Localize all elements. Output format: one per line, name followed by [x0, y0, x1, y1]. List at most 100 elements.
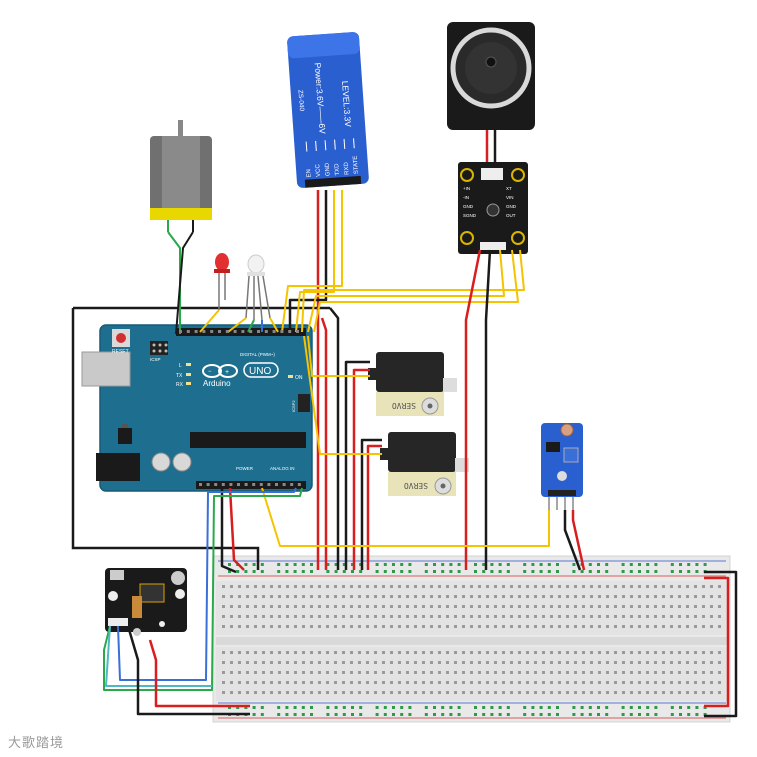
- breadboard-hole: [342, 691, 345, 694]
- breadboard-hole: [430, 651, 433, 654]
- digital-pin: [233, 330, 237, 333]
- breadboard-hole: [718, 625, 721, 628]
- power-analog-pin: [206, 483, 210, 486]
- breadboard-hole: [606, 625, 609, 628]
- breadboard-hole: [678, 651, 681, 654]
- breadboard-hole: [574, 605, 577, 608]
- breadboard-hole: [238, 681, 241, 684]
- breadboard-hole: [542, 671, 545, 674]
- rail-hole: [490, 570, 494, 573]
- breadboard-hole: [454, 615, 457, 618]
- breadboard-hole: [622, 585, 625, 588]
- breadboard-hole: [238, 691, 241, 694]
- rail-hole: [539, 570, 543, 573]
- rail-hole: [695, 706, 699, 709]
- breadboard-hole: [590, 681, 593, 684]
- breadboard-hole: [694, 595, 697, 598]
- breadboard-hole: [342, 605, 345, 608]
- breadboard-hole: [270, 595, 273, 598]
- breadboard-hole: [678, 671, 681, 674]
- bt-arrow: [315, 140, 317, 151]
- digital-pin: [241, 330, 245, 333]
- breadboard-hole: [390, 661, 393, 664]
- led-on-label: ON: [295, 375, 303, 381]
- breadboard-hole: [374, 661, 377, 664]
- rail-hole: [474, 706, 477, 709]
- rail-hole: [588, 563, 592, 566]
- rail-hole: [588, 570, 592, 573]
- rail-hole: [293, 563, 297, 566]
- breadboard-hole: [670, 625, 673, 628]
- reset-button[interactable]: [116, 333, 126, 343]
- bt-pin-label: TXD: [334, 163, 341, 176]
- breadboard-hole: [462, 625, 465, 628]
- breadboard-hole: [238, 651, 241, 654]
- breadboard-hole: [550, 585, 553, 588]
- breadboard-hole: [246, 585, 249, 588]
- breadboard-hole: [494, 605, 497, 608]
- rail-hole: [482, 570, 486, 573]
- bt-level-text: LEVEL:3.3V: [340, 80, 353, 127]
- rail-hole: [621, 713, 625, 716]
- speaker-icon: [447, 22, 535, 165]
- breadboard-hole: [382, 605, 385, 608]
- amp-pin-label: XT: [506, 186, 512, 191]
- breadboard-hole: [358, 661, 361, 664]
- breadboard-hole: [686, 615, 689, 618]
- breadboard-hole: [350, 625, 353, 628]
- breadboard-hole: [406, 671, 409, 674]
- breadboard-hole: [534, 691, 537, 694]
- breadboard-hole: [366, 615, 369, 618]
- breadboard-hole: [326, 595, 329, 598]
- breadboard-hole: [710, 595, 713, 598]
- breadboard-hole: [406, 651, 409, 654]
- breadboard-hole: [270, 691, 273, 694]
- breadboard-hole: [230, 681, 233, 684]
- rail-hole: [342, 563, 346, 566]
- breadboard-hole: [446, 671, 449, 674]
- rail-hole: [646, 706, 650, 709]
- breadboard-hole: [598, 691, 601, 694]
- breadboard-hole: [366, 605, 369, 608]
- breadboard-hole: [686, 651, 689, 654]
- breadboard-hole: [230, 605, 233, 608]
- rail-hole: [359, 706, 363, 709]
- breadboard-hole: [270, 661, 273, 664]
- rail-hole: [638, 713, 641, 716]
- breadboard-hole: [262, 691, 265, 694]
- breadboard-hole: [382, 671, 385, 674]
- breadboard-hole: [478, 681, 481, 684]
- breadboard-hole: [534, 615, 537, 618]
- rail-hole: [260, 563, 264, 566]
- breadboard-hole: [262, 595, 265, 598]
- breadboard-hole: [342, 661, 345, 664]
- breadboard-hole: [294, 681, 297, 684]
- breadboard-hole: [398, 661, 401, 664]
- breadboard-hole: [438, 671, 441, 674]
- rail-hole: [621, 563, 625, 566]
- breadboard-hole: [366, 671, 369, 674]
- breadboard-hole: [622, 595, 625, 598]
- rail-hole: [334, 570, 338, 573]
- rgb-led-icon: [245, 254, 271, 321]
- breadboard-hole: [270, 651, 273, 654]
- rail-hole: [375, 570, 379, 573]
- rail-hole: [433, 563, 436, 566]
- rail-hole: [597, 713, 600, 716]
- breadboard-hole: [590, 585, 593, 588]
- bt-pin-label: STATE: [353, 156, 360, 175]
- breadboard-hole: [238, 585, 241, 588]
- breadboard-hole: [454, 681, 457, 684]
- rail-hole: [572, 570, 576, 573]
- breadboard-hole: [246, 661, 249, 664]
- breadboard-hole: [542, 661, 545, 664]
- breadboard-hole: [294, 605, 297, 608]
- breadboard-hole: [662, 681, 665, 684]
- rail-hole: [449, 570, 453, 573]
- rail-hole: [605, 570, 609, 573]
- rail-hole: [449, 713, 453, 716]
- breadboard-hole: [526, 595, 529, 598]
- breadboard-hole: [246, 681, 249, 684]
- breadboard-hole: [342, 595, 345, 598]
- breadboard-hole: [582, 585, 585, 588]
